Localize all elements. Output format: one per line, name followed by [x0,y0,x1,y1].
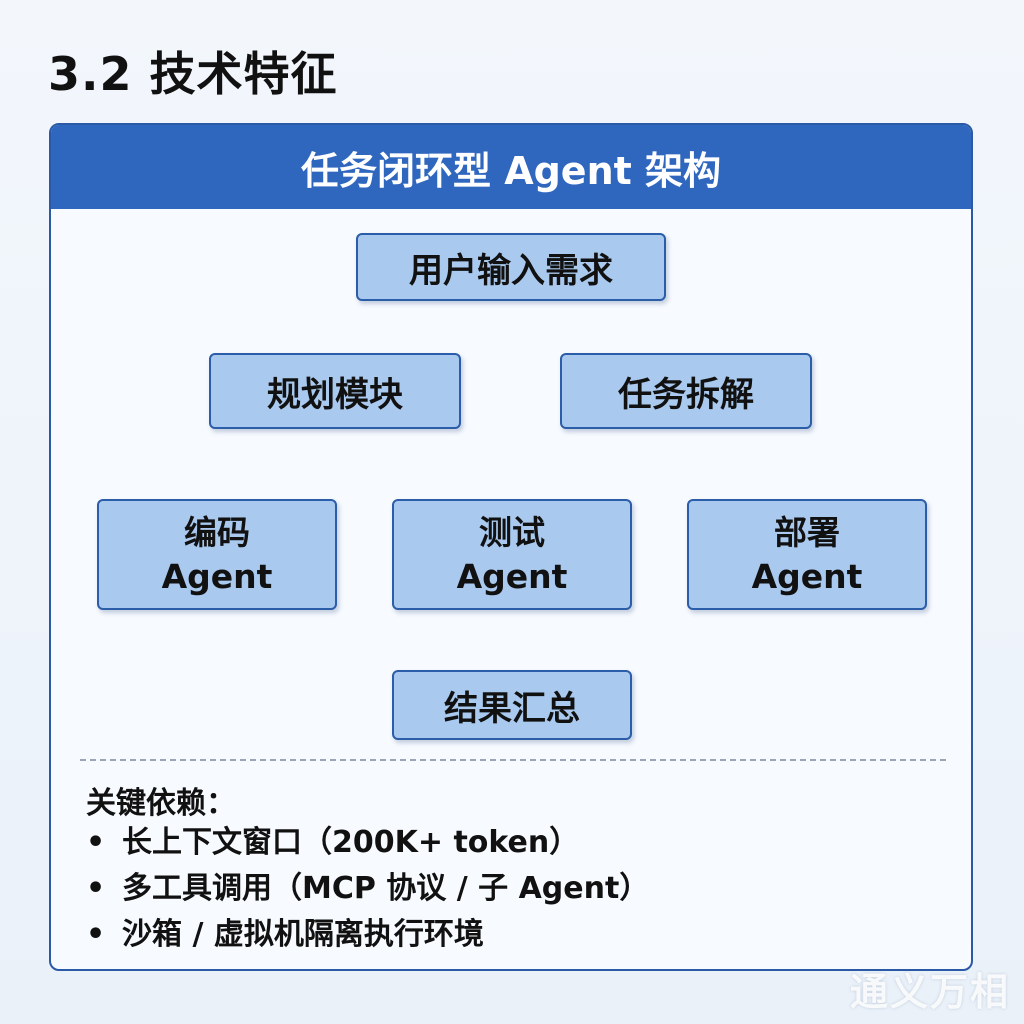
bullet-icon: • [86,825,106,860]
node-planning-label: 规划模块 [267,374,403,415]
node-decompose: 任务拆解 [560,353,812,429]
node-deploy-agent: 部署 Agent [687,499,927,610]
node-testing-agent-line2: Agent [456,556,568,596]
node-summary: 结果汇总 [392,670,632,740]
node-coding-agent-line1: 编码 [184,512,250,552]
diagram-title: 任务闭环型 Agent 架构 [51,125,971,209]
node-summary-label: 结果汇总 [444,688,580,729]
node-planning: 规划模块 [209,353,461,429]
dependency-text: 沙箱 / 虚拟机隔离执行环境 [122,917,484,952]
node-deploy-agent-line2: Agent [751,556,863,596]
node-coding-agent: 编码 Agent [97,499,337,610]
bullet-icon: • [86,917,106,952]
list-item: • 沙箱 / 虚拟机隔离执行环境 [86,912,649,958]
dependency-text: 多工具调用（MCP 协议 / 子 Agent） [122,871,650,906]
dependencies-list: • 长上下文窗口（200K+ token） • 多工具调用（MCP 协议 / 子 A… [86,820,649,958]
node-user-input-label: 用户输入需求 [409,250,613,291]
node-decompose-label: 任务拆解 [618,374,754,415]
node-deploy-agent-line1: 部署 [774,512,840,552]
watermark: 通义万相 [849,970,1010,1014]
bullet-icon: • [86,871,106,906]
node-testing-agent-line1: 测试 [479,512,545,552]
page-title: 3.2 技术特征 [48,47,338,101]
node-testing-agent: 测试 Agent [392,499,632,610]
list-item: • 多工具调用（MCP 协议 / 子 Agent） [86,866,649,912]
node-coding-agent-line2: Agent [161,556,273,596]
node-user-input: 用户输入需求 [356,233,666,301]
dependencies-title: 关键依赖： [86,786,236,821]
section-divider [80,759,946,761]
list-item: • 长上下文窗口（200K+ token） [86,820,649,866]
dependency-text: 长上下文窗口（200K+ token） [122,825,580,860]
